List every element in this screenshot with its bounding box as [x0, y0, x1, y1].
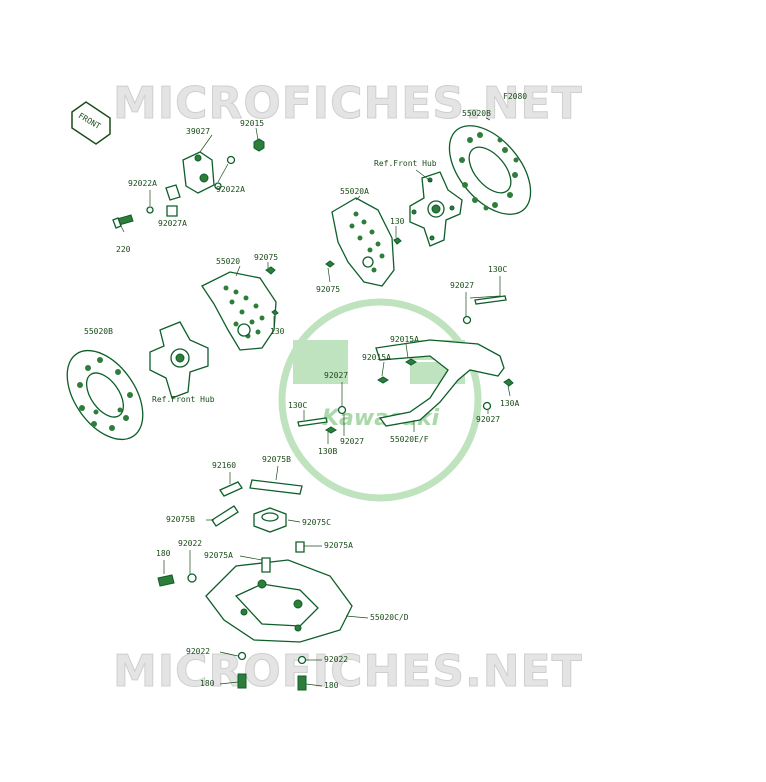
label-92022a-left: 92022A: [128, 179, 157, 188]
label-92075-top: 92075: [316, 285, 340, 294]
label-92015a-top: 92015A: [390, 335, 419, 344]
label-92015: 92015: [240, 119, 264, 128]
label-92022a-right: 92022A: [216, 185, 245, 194]
front-hub-top-icon: [409, 171, 463, 247]
label-180-bottom-right: 180: [324, 681, 339, 690]
watermark-bottom: MICROFICHES.NET: [113, 646, 583, 697]
label-180-left: 180: [156, 549, 171, 558]
kawasaki-logo: Kawasaki: [278, 298, 482, 502]
leader-lines: [119, 117, 511, 687]
label-92027-top: 92027: [450, 281, 474, 290]
pad-92160-icon: [211, 479, 303, 527]
label-92075a-right: 92075A: [324, 541, 353, 550]
label-130a: 130A: [500, 399, 519, 408]
label-92027-left: 92027: [324, 371, 348, 380]
label-ref-front-hub-left: Ref.Front Hub: [152, 395, 215, 404]
bushing-92075c-icon: [253, 507, 287, 533]
label-92075a-left: 92075A: [204, 551, 233, 560]
label-55020ef: 55020E/F: [390, 435, 429, 444]
skid-plate-55020cd-icon: [157, 541, 353, 691]
label-55020b-top: 55020B: [462, 109, 491, 118]
frame-55020ef-icon: [297, 295, 514, 434]
label-92022-bottom-right: 92022: [324, 655, 348, 664]
label-ref-front-hub-top: Ref.Front Hub: [374, 159, 437, 168]
disc-55020b-top-icon: [448, 125, 532, 215]
label-55020a: 55020A: [340, 187, 369, 196]
label-130c-left: 130C: [288, 401, 307, 410]
guard-55020-icon: [201, 266, 279, 351]
label-92022-left: 92022: [178, 539, 202, 548]
label-39027: 39027: [186, 127, 210, 136]
label-130b: 130B: [318, 447, 337, 456]
label-55020: 55020: [216, 257, 240, 266]
label-92075-mid: 92075: [254, 253, 278, 262]
figure-code: F2080: [503, 92, 527, 101]
label-92027a: 92027A: [158, 219, 187, 228]
guard-55020a-icon: [325, 197, 402, 287]
front-hub-left-icon: [149, 321, 209, 399]
label-130-mid: 130: [270, 327, 285, 336]
label-92027-right: 92027: [476, 415, 500, 424]
bracket-39027-icon: [112, 138, 265, 229]
label-55020b-left: 55020B: [84, 327, 113, 336]
label-92160: 92160: [212, 461, 236, 470]
label-92015a-mid: 92015A: [362, 353, 391, 362]
label-220: 220: [116, 245, 131, 254]
part-labels: 39027 92015 92022A 92022A 92027A 220 550…: [84, 109, 519, 690]
front-arrow-icon: FRONT: [71, 101, 111, 145]
watermark-top: MICROFICHES.NET: [113, 78, 583, 129]
label-130c-top: 130C: [488, 265, 507, 274]
label-130-top: 130: [390, 217, 405, 226]
disc-55020b-left-icon: [66, 349, 144, 441]
label-92075b-top: 92075B: [262, 455, 291, 464]
label-92075b-left: 92075B: [166, 515, 195, 524]
label-92027-bottom: 92027: [340, 437, 364, 446]
label-92075c: 92075C: [302, 518, 331, 527]
label-55020cd: 55020C/D: [370, 613, 409, 622]
label-180-bottom-left: 180: [200, 679, 215, 688]
label-92022-bottom-left: 92022: [186, 647, 210, 656]
